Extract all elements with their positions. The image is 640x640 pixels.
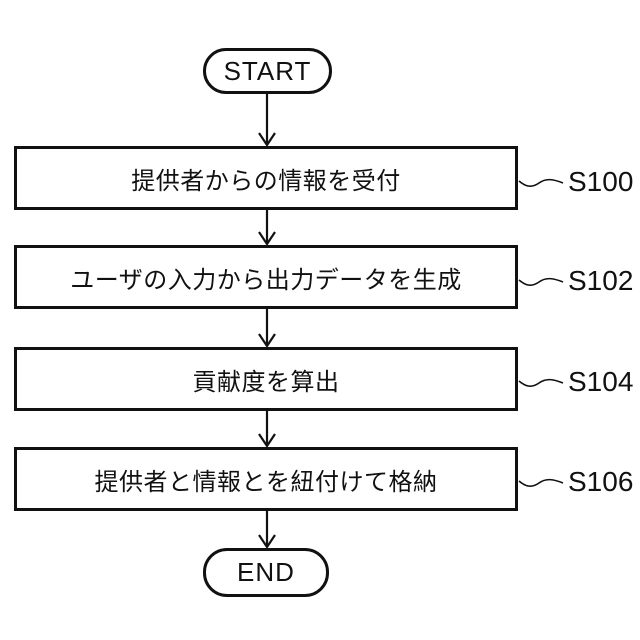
step-ref-s100: S100 bbox=[518, 166, 634, 197]
arrow-step2-to-step3 bbox=[258, 309, 276, 348]
step-ref-s106: S106 bbox=[518, 466, 634, 497]
arrow-step3-to-step4 bbox=[258, 411, 276, 448]
process-box-label: 提供者と情報とを紐付けて格納 bbox=[94, 468, 438, 496]
step-ref-label: S102 bbox=[568, 265, 634, 296]
step-ref-s102: S102 bbox=[518, 265, 634, 296]
process-box-store-linked: 提供者と情報とを紐付けて格納 bbox=[14, 447, 518, 511]
step-ref-s104: S104 bbox=[518, 366, 634, 397]
process-box-calc-contribution: 貢献度を算出 bbox=[14, 347, 518, 411]
end-terminal: END bbox=[203, 548, 329, 597]
start-terminal-label: START bbox=[223, 55, 312, 86]
squiggle-connector-icon bbox=[518, 178, 564, 187]
arrow-start-to-step1 bbox=[258, 94, 276, 147]
process-box-receive-info: 提供者からの情報を受付 bbox=[14, 146, 518, 210]
process-box-label: ユーザの入力から出力データを生成 bbox=[70, 266, 462, 294]
squiggle-connector-icon bbox=[518, 478, 564, 487]
step-ref-label: S106 bbox=[568, 466, 634, 497]
arrow-step1-to-step2 bbox=[258, 210, 276, 246]
squiggle-connector-icon bbox=[518, 378, 564, 387]
process-box-label: 提供者からの情報を受付 bbox=[131, 167, 401, 195]
process-box-label: 貢献度を算出 bbox=[192, 368, 340, 396]
step-ref-label: S104 bbox=[568, 366, 634, 397]
process-box-generate-output: ユーザの入力から出力データを生成 bbox=[14, 245, 518, 309]
squiggle-connector-icon bbox=[518, 277, 564, 286]
start-terminal: START bbox=[203, 48, 332, 94]
step-ref-label: S100 bbox=[568, 166, 634, 197]
arrow-step4-to-end bbox=[258, 511, 276, 549]
end-terminal-label: END bbox=[237, 557, 295, 587]
